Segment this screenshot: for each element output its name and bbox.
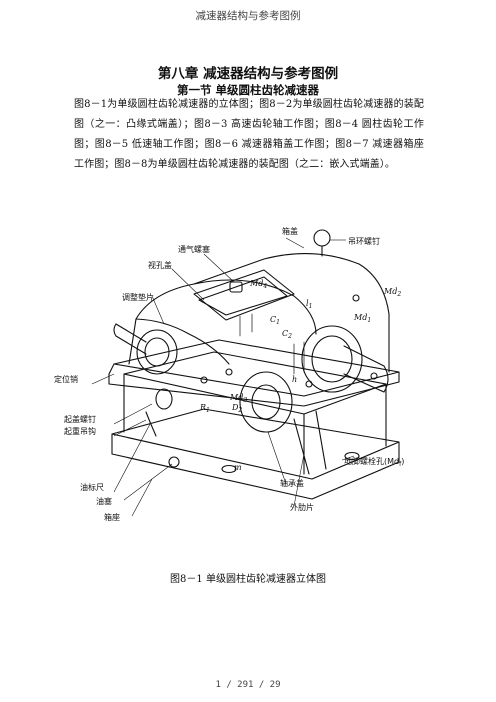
label-sight-hole-cover: 视孔盖: [148, 260, 172, 270]
reducer-3d-figure: 箱盖 吊环螺钉 通气螺塞 视孔盖 调整垫片 定位销 起盖螺钉 起重吊钩 油标尺 …: [54, 224, 444, 524]
label-vent-plug: 通气螺塞: [178, 244, 210, 254]
label-foundation-bolt-hole: 地脚螺栓孔(Mdf): [344, 456, 404, 468]
symbol-md1: Md1: [353, 313, 371, 324]
label-oil-plug: 油塞: [96, 496, 112, 506]
label-outer-rib: 外肋片: [290, 502, 314, 512]
oil-plug: [168, 456, 180, 468]
oil-dipstick: [145, 411, 157, 437]
section-title: 第一节 单级圆柱齿轮减速器: [176, 83, 319, 97]
left-bearing-boss: [136, 329, 178, 375]
label-bearing-cap: 轴承盖: [280, 478, 304, 488]
page-header: 减速器结构与参考图例: [195, 10, 301, 22]
figure-caption: 图8－1 单级圆柱齿轮减速器立体图: [170, 574, 326, 585]
symbol-r1: R1: [199, 403, 210, 414]
label-lifting-hook: 起重吊钩: [64, 426, 96, 436]
lifting-eye: [313, 229, 331, 247]
body-paragraph: 图8－1为单级圆柱齿轮减速器的立体图；图8－2为单级圆柱齿轮减速器的装配图（之一…: [74, 99, 424, 170]
symbol-md2: Md2: [383, 287, 401, 298]
right-bearing-boss: [301, 325, 363, 393]
label-jack-screw: 起盖螺钉: [64, 414, 96, 424]
sight-hole-cover: [193, 269, 295, 321]
outer-rib: [293, 410, 327, 475]
box-base-body: [123, 373, 305, 475]
label-adjusting-shim: 调整垫片: [122, 292, 154, 302]
label-lifting-eye-bolt: 吊环螺钉: [348, 236, 380, 246]
base-plinth: [111, 433, 400, 500]
label-locating-pin: 定位销: [54, 374, 78, 384]
left-end-cap: [155, 388, 173, 410]
symbol-md3: Md3: [229, 393, 247, 404]
symbol-m: m: [234, 463, 242, 472]
foundation-bolt-hole: [344, 451, 360, 461]
bearing-cap: [239, 371, 293, 433]
label-box-base: 箱座: [104, 512, 120, 522]
symbol-d2: D2: [231, 403, 242, 414]
high-speed-shaft: [113, 323, 147, 355]
symbol-md4: Md4: [249, 279, 267, 290]
box-cover-body: [128, 253, 390, 373]
split-flange: [108, 339, 400, 407]
reducer-drawing: 箱盖 吊环螺钉 通气螺塞 视孔盖 调整垫片 定位销 起盖螺钉 起重吊钩 油标尺 …: [54, 226, 404, 522]
low-speed-shaft: [343, 345, 389, 393]
label-box-cover: 箱盖: [282, 226, 298, 236]
symbol-c2: C2: [282, 329, 292, 340]
page-footer: 1 / 291 / 29: [215, 680, 281, 690]
vent-plug: [229, 281, 243, 293]
symbol-l1: l1: [306, 299, 312, 310]
label-oil-dipstick: 油标尺: [80, 482, 104, 492]
symbol-h: h: [292, 375, 297, 384]
symbol-c1: C1: [270, 315, 280, 326]
chapter-title: 第八章 减速器结构与参考图例: [157, 66, 339, 82]
